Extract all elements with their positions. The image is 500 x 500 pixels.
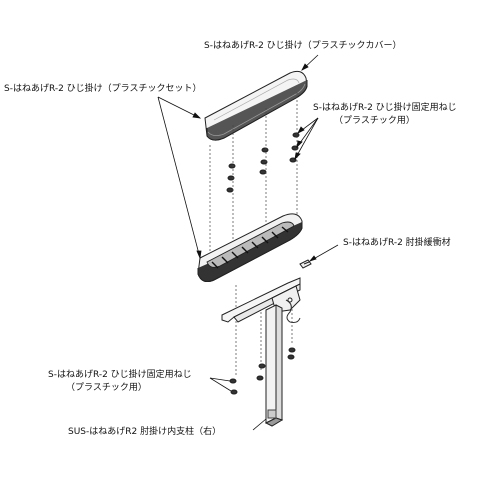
plastic-set-part: [197, 213, 303, 282]
bracket-part: [221, 277, 301, 323]
screw-group-bracket: [256, 347, 296, 381]
label-support-post: SUS-はねあげR2 肘掛け内支柱（右）: [68, 427, 222, 437]
support-post-part: [264, 304, 284, 427]
label-screw-bottom-line2: （プラスチック用）: [66, 383, 147, 393]
label-screw-top-line1: S-はねあげR-2 ひじ掛け固定用ねじ: [313, 103, 457, 113]
label-screw-bottom-line1: S-はねあげR-2 ひじ掛け固定用ねじ: [48, 370, 192, 380]
label-plastic-cover: S-はねあげR-2 ひじ掛け（プラスチックカバー）: [204, 41, 402, 51]
label-cushion: S-はねあげR-2 肘掛緩衝材: [343, 238, 451, 248]
plastic-cover-part: [204, 70, 308, 141]
leader-lines: [157, 54, 339, 431]
label-plastic-set: S-はねあげR-2 ひじ掛け（プラスチックセット）: [4, 84, 202, 94]
screw-group-top: [226, 132, 300, 193]
label-screw-top-line2: （プラスチック用）: [334, 116, 415, 126]
screw-group-bottom: [229, 378, 238, 395]
cushion-part: [299, 259, 312, 269]
